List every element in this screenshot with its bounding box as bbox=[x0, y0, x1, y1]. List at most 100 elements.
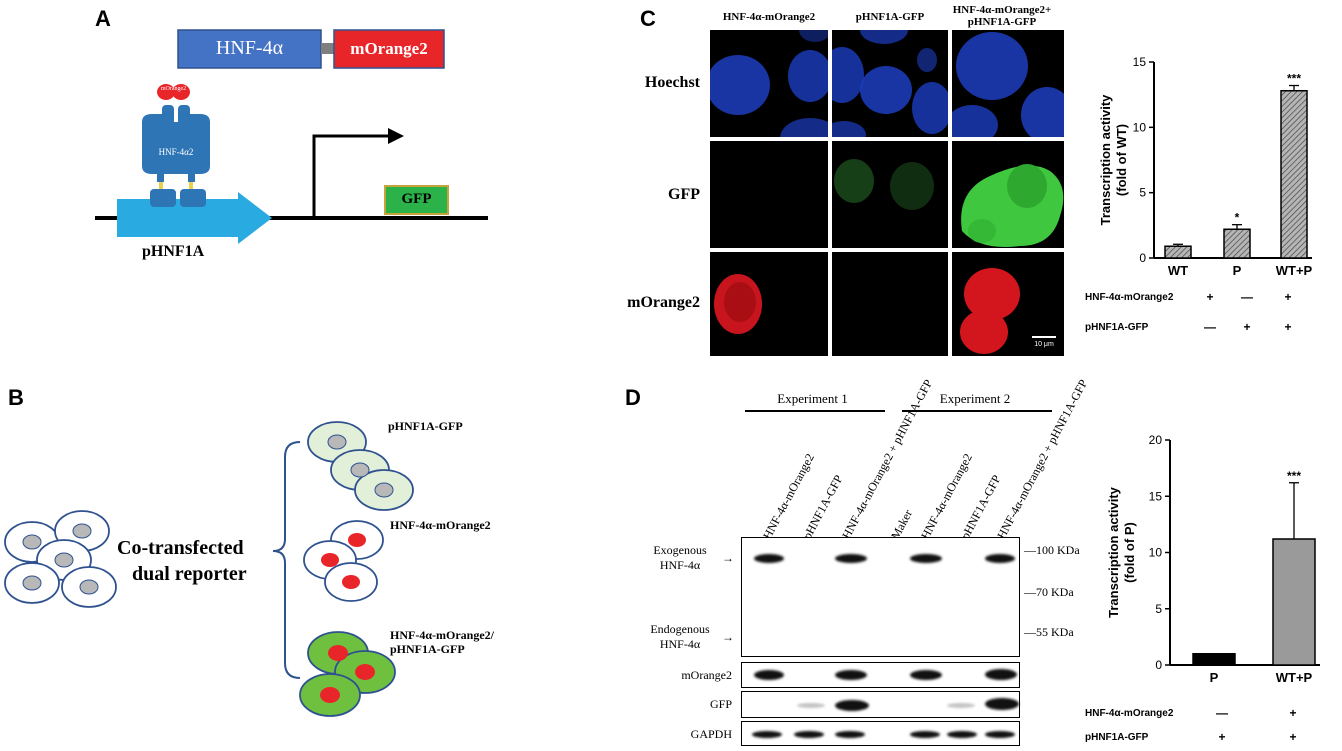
chart-d-mark-1-2: + bbox=[1289, 706, 1297, 720]
chart-c-mark-1-2: — bbox=[1241, 290, 1253, 304]
chart-d-mark-1-1: — bbox=[1216, 706, 1228, 720]
protein-label: HNF-4α2 bbox=[158, 147, 194, 157]
chart-c-xtick-label-3: WT+P bbox=[1276, 263, 1313, 278]
band-gfp-7 bbox=[985, 698, 1019, 710]
image-gfp-2 bbox=[832, 141, 948, 248]
chart-d-ylabel-line2: (fold of P) bbox=[1122, 522, 1137, 583]
experiment-2-label: Experiment 2 bbox=[939, 391, 1011, 406]
col-label-1: HNF-4α-mOrange2 bbox=[722, 11, 816, 23]
panel-b-diagram bbox=[4, 421, 414, 717]
chart-d-ytick-label: 10 bbox=[1149, 546, 1163, 560]
scale-bar bbox=[1032, 336, 1056, 338]
chart-c-row1-label: HNF-4α-mOrange2 bbox=[1085, 292, 1174, 303]
panel-letter-a: A bbox=[95, 6, 111, 31]
band-gfp-6 bbox=[947, 703, 975, 708]
band-gapdh-1 bbox=[752, 731, 782, 738]
construct-morange-label: mOrange2 bbox=[350, 39, 428, 58]
group-2-label: HNF-4α-mOrange2 bbox=[390, 518, 491, 532]
marker-70: —70 KDa bbox=[1024, 585, 1074, 599]
chart-d-ytick-label: 20 bbox=[1149, 433, 1163, 447]
chart-c-ytick-label: 15 bbox=[1133, 55, 1147, 69]
band-gfp-3 bbox=[835, 700, 869, 711]
panel-a-diagram bbox=[95, 29, 488, 244]
chart-d-mark-2-2: + bbox=[1289, 730, 1297, 744]
band-exo-3 bbox=[835, 554, 867, 563]
strip-label-gapdh: GAPDH bbox=[690, 727, 732, 741]
strip-label-gfp: GFP bbox=[709, 697, 732, 711]
chart-c-ytick-label: 5 bbox=[1139, 186, 1146, 200]
band-gapdh-6 bbox=[947, 731, 977, 738]
image-gfp-1 bbox=[710, 141, 828, 248]
blot-hnf4a bbox=[741, 537, 1020, 657]
band-gapdh-5 bbox=[910, 731, 940, 738]
arrow-endogenous: → bbox=[722, 630, 734, 644]
band-gapdh-3 bbox=[835, 731, 865, 738]
band-mo-5 bbox=[910, 670, 942, 680]
chart-c-sig-2: * bbox=[1235, 211, 1240, 225]
arrow-exogenous: → bbox=[722, 551, 734, 565]
chart-d-sig-2: *** bbox=[1287, 469, 1301, 483]
band-gfp-2 bbox=[797, 703, 825, 708]
chart-d-bar-2 bbox=[1272, 538, 1316, 666]
chart-d-xtick-label-2: WT+P bbox=[1276, 670, 1313, 685]
row-label-hoechst: Hoechst bbox=[644, 74, 700, 91]
co-transfected-label: Co-transfected dual reporter bbox=[117, 537, 247, 585]
blot-morange2 bbox=[741, 662, 1020, 688]
panel-letter-b: B bbox=[8, 385, 24, 410]
chart-c-mark-1-3: + bbox=[1284, 290, 1292, 304]
chart-d-row1-label: HNF-4α-mOrange2 bbox=[1085, 708, 1174, 719]
label-exogenous: Exogenous HNF-4α bbox=[653, 543, 707, 572]
blot-gfp bbox=[741, 691, 1020, 718]
experiment-1-label: Experiment 1 bbox=[777, 391, 848, 406]
band-exo-5 bbox=[910, 554, 942, 563]
chart-c-row2-label: pHNF1A-GFP bbox=[1085, 322, 1149, 333]
row-label-morange2: mOrange2 bbox=[627, 294, 700, 311]
gfp-box-label: GFP bbox=[401, 191, 432, 207]
band-mo-7 bbox=[985, 669, 1017, 680]
marker-55: —55 KDa bbox=[1024, 625, 1074, 639]
chart-c-mark-1-1: + bbox=[1206, 290, 1214, 304]
chart-c-sig-3: *** bbox=[1287, 72, 1301, 86]
band-exo-1 bbox=[754, 554, 784, 563]
chart-c-bar-3 bbox=[1280, 89, 1308, 259]
band-gapdh-7 bbox=[985, 731, 1015, 738]
chart-c-mark-2-1: — bbox=[1204, 320, 1216, 334]
col-label-2: pHNF1A-GFP bbox=[855, 11, 925, 23]
chart-c-ylabel-line2: (fold of WT) bbox=[1114, 124, 1129, 196]
chart-d-ytick-label: 15 bbox=[1149, 489, 1163, 503]
chart-d-ytick-label: 0 bbox=[1155, 658, 1162, 672]
strip-label-morange2: mOrange2 bbox=[681, 668, 732, 682]
experiment-1-line bbox=[745, 410, 885, 412]
group-1-label: pHNF1A-GFP bbox=[388, 419, 463, 433]
promoter-label: pHNF1A bbox=[142, 243, 205, 260]
scale-bar-label: 10 μm bbox=[1034, 341, 1054, 348]
chart-d-mark-2-1: + bbox=[1218, 730, 1226, 744]
image-hoechst-2 bbox=[832, 30, 948, 137]
panel-letter-d: D bbox=[625, 385, 641, 410]
image-gfp-3 bbox=[952, 141, 1064, 248]
chart-c-xtick-label-2: P bbox=[1233, 263, 1242, 278]
chart-c-bar-1 bbox=[1164, 245, 1192, 259]
chart-c-ytick-label: 0 bbox=[1139, 251, 1146, 265]
experiment-2-line bbox=[902, 410, 1052, 412]
col-label-3: HNF-4α-mOrange2+ pHNF1A-GFP bbox=[952, 4, 1052, 28]
image-hoechst-1 bbox=[710, 30, 828, 137]
chart-d-ytick-label: 5 bbox=[1155, 602, 1162, 616]
blot-gapdh bbox=[741, 721, 1020, 746]
band-mo-1 bbox=[754, 670, 784, 680]
image-morange-2 bbox=[832, 252, 948, 356]
chart-c-ytick-label: 10 bbox=[1133, 120, 1147, 134]
image-hoechst-3 bbox=[952, 30, 1064, 137]
row-label-gfp: GFP bbox=[668, 186, 700, 203]
label-endogenous: Endogenous HNF-4α bbox=[650, 622, 710, 651]
chart-c-mark-2-2: + bbox=[1243, 320, 1251, 334]
lane-label-7: HNF-4α-mOrange2 + pHNF1A-GFP bbox=[994, 377, 1091, 542]
marker-100: —100 KDa bbox=[1024, 543, 1080, 557]
image-morange-1 bbox=[710, 252, 828, 356]
chart-c-xtick-label-1: WT bbox=[1168, 263, 1188, 278]
group-3-label: HNF-4α-mOrange2/ pHNF1A-GFP bbox=[390, 628, 495, 656]
band-gapdh-2 bbox=[794, 731, 824, 738]
chart-c-ylabel-line1: Transcription activity bbox=[1098, 94, 1113, 226]
panel-letter-c: C bbox=[640, 6, 656, 31]
